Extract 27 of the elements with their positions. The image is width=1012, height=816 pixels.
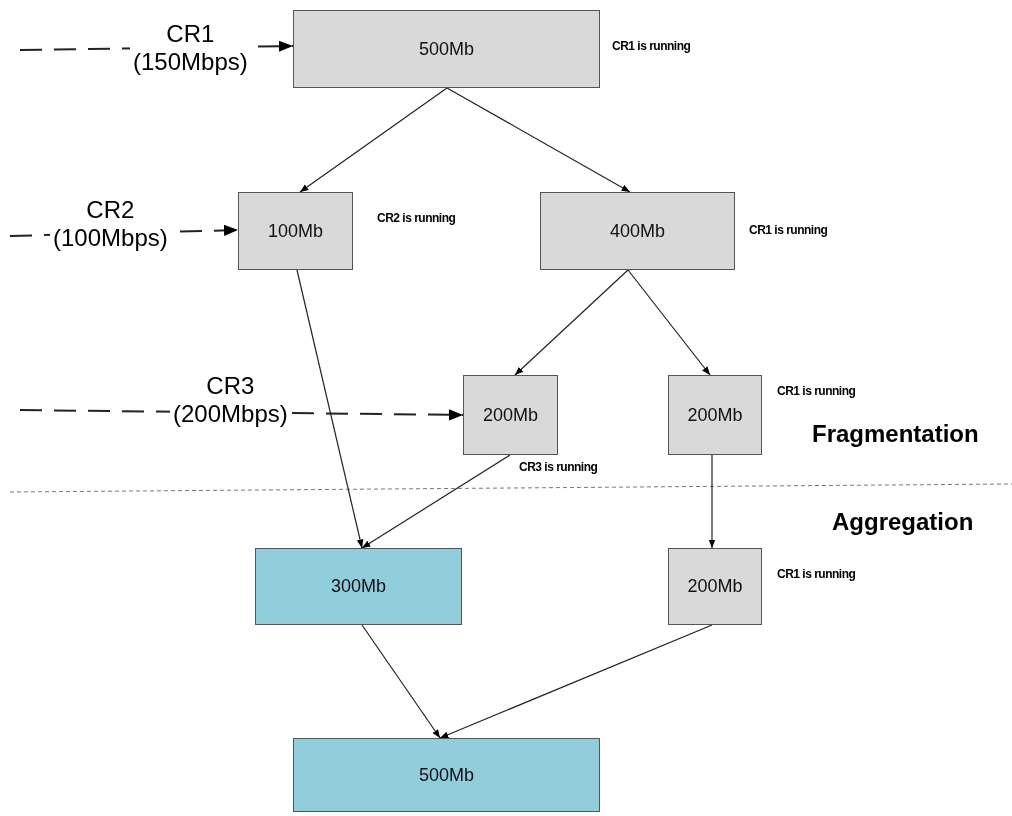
node-label: 200Mb [687,576,743,597]
process-box [293,738,600,812]
status-note: CR1 is running [749,223,828,237]
status-note: CR1 is running [777,567,856,581]
node-label: 500Mb [418,764,474,786]
status-note: CR1 is running [777,384,856,398]
arrow [439,624,713,739]
arrow [296,269,364,549]
node-label: 300Mb [330,576,386,597]
status-note: CR2 is running [377,211,456,225]
arrow [446,87,631,193]
status-note: CR1 is running [612,39,691,53]
arrow [361,624,441,739]
process-box [255,548,462,625]
status-note: CR3 is running [519,460,598,474]
section-label: Aggregation [832,508,974,536]
node-label: 400Mb [609,220,665,242]
arrow [361,454,511,549]
arrow [299,87,448,193]
node-label: 100Mb [267,220,323,242]
arrow [627,269,711,376]
node-label: 500Mb [418,38,474,60]
section-label: Fragmentation [812,420,979,448]
arrow [708,454,716,549]
node-label: 200Mb [482,404,538,426]
arrow [514,269,629,376]
node-label: 200Mb [687,404,743,426]
